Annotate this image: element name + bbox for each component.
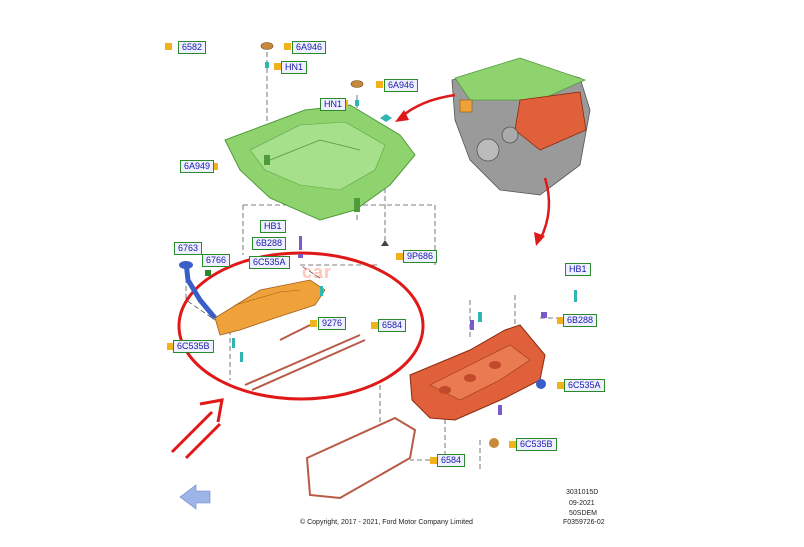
marker-square	[284, 43, 291, 50]
watermark: car	[302, 262, 333, 282]
arrow-head-down	[534, 232, 545, 246]
callout-6A946-top[interactable]: 6A946	[292, 41, 327, 54]
callout-6A949[interactable]: 6A949	[180, 160, 215, 173]
oil-filler-6763	[179, 261, 217, 320]
valve-cover-6582	[409, 324, 546, 421]
callout-6C535B-right[interactable]: 6C535B	[516, 438, 557, 451]
callout-6C535-mid[interactable]: 6C535A	[249, 256, 290, 269]
callout-HB1-left[interactable]: HB1	[260, 220, 286, 233]
engine-cover-6A949	[224, 104, 416, 221]
copyright-text: © Copyright, 2017 - 2021, Ford Motor Com…	[300, 519, 473, 526]
figure-number: F0359726-02	[563, 519, 605, 526]
marker-square	[165, 43, 172, 50]
callout-9P686[interactable]: 9P686	[403, 250, 438, 263]
marker-square	[167, 343, 174, 350]
figure-model: 50SDEM	[569, 510, 598, 517]
marker-square	[371, 322, 378, 329]
marker-square	[430, 457, 437, 464]
marker-square	[376, 81, 383, 88]
marker-square	[274, 63, 281, 70]
marker-square	[310, 320, 317, 327]
callout-6C535A-right[interactable]: 6C535A	[564, 379, 605, 392]
callout-6584-mid[interactable]: 6584	[378, 319, 407, 332]
callout-6B288-left[interactable]: 6B288	[252, 237, 287, 250]
callout-HB1-right[interactable]: HB1	[565, 263, 591, 276]
marker-square	[211, 163, 218, 170]
arrow-head-left	[395, 110, 409, 122]
cover-fasteners	[260, 42, 392, 212]
figure-date: 09-2021	[569, 500, 595, 507]
bolts-left	[232, 236, 389, 362]
marker-square	[396, 253, 403, 260]
engine-illustration	[451, 57, 591, 196]
callout-6582[interactable]: 6582	[178, 41, 207, 54]
marker-square	[557, 382, 564, 389]
callout-HN1-mid[interactable]: HN1	[320, 98, 347, 111]
gaskets	[244, 324, 417, 500]
callout-6584-bottom[interactable]: 6584	[437, 454, 466, 467]
red-outline-arrow	[170, 398, 224, 460]
callout-6763[interactable]: 6763	[174, 242, 203, 255]
oil-baffle-6C535	[214, 279, 326, 336]
bolts-right	[470, 290, 577, 448]
callout-9276[interactable]: 9276	[318, 317, 347, 330]
callout-HN1-top[interactable]: HN1	[281, 61, 308, 74]
callout-6C535B-left[interactable]: 6C535B	[173, 340, 214, 353]
nav-arrow-icon[interactable]	[179, 484, 211, 510]
callout-6B288-right[interactable]: 6B288	[563, 314, 598, 327]
callout-6A946-mid[interactable]: 6A946	[384, 79, 419, 92]
highlight-circle	[177, 251, 425, 401]
callout-6766[interactable]: 6766	[202, 254, 231, 267]
marker-square	[509, 441, 516, 448]
marker-square	[557, 317, 564, 324]
figure-code: 3031015D	[566, 489, 599, 496]
